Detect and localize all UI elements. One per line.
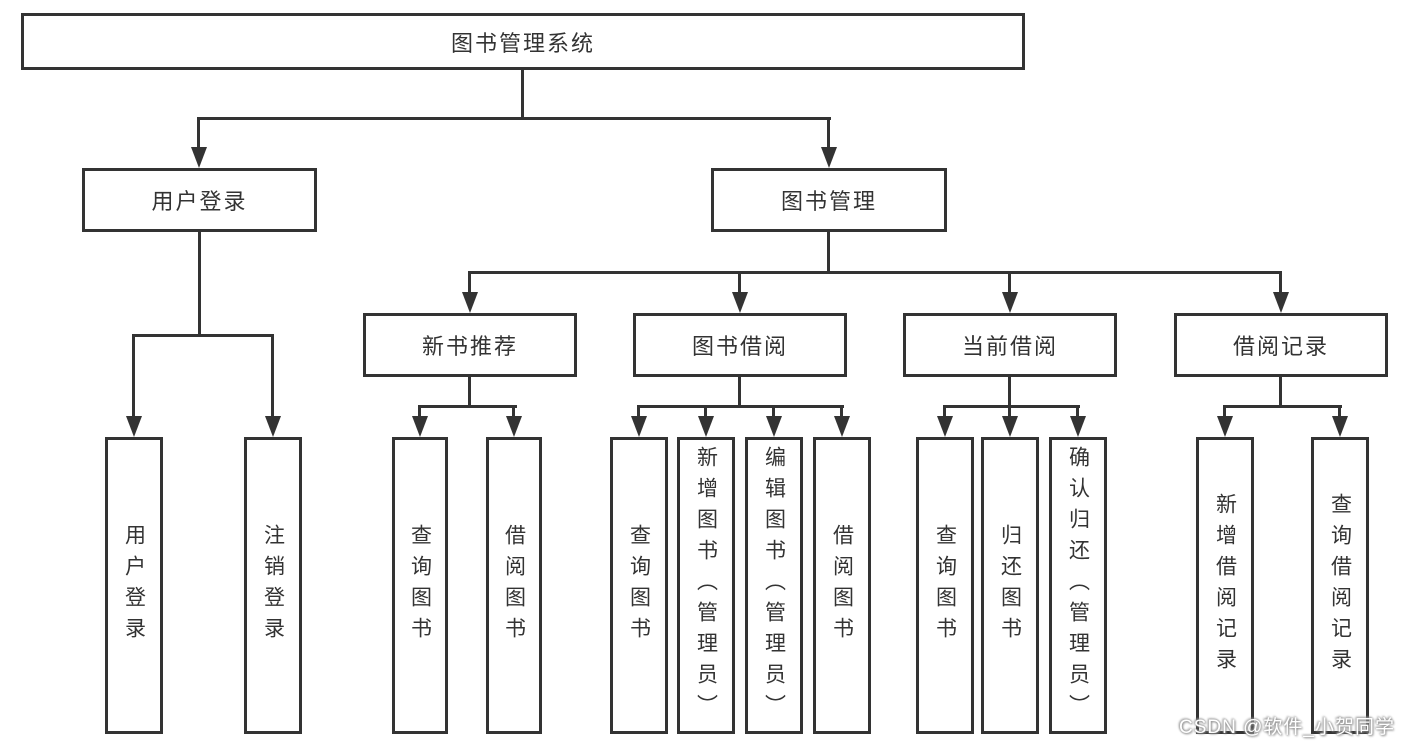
leaf-borrow-borrow: 借阅图书 bbox=[813, 437, 871, 734]
connector-userlogin-stem bbox=[198, 230, 201, 336]
leaf-borrow-add-admin: 新增图书（管理员） bbox=[677, 437, 735, 734]
leaf-records-add-label: 新增借阅记录 bbox=[1213, 492, 1237, 679]
arrowhead-nb-borrow bbox=[506, 416, 522, 437]
leaf-current-return: 归还图书 bbox=[981, 437, 1039, 734]
connector-drop-bb-add bbox=[704, 405, 707, 419]
node-borrow-records-label: 借阅记录 bbox=[1232, 334, 1329, 359]
arrowhead-cb-query bbox=[937, 416, 953, 437]
connector-bookmgmt-stem bbox=[827, 231, 830, 274]
leaf-borrow-edit-admin: 编辑图书（管理员） bbox=[745, 437, 803, 734]
arrowhead-currentborrow bbox=[1002, 292, 1018, 313]
node-book-management: 图书管理 bbox=[711, 168, 947, 232]
leaf-borrow-borrow-label: 借阅图书 bbox=[830, 523, 854, 648]
node-book-borrow: 图书借阅 bbox=[633, 313, 847, 377]
connector-borrowrecords-bus bbox=[1223, 405, 1342, 408]
arrowhead-book-management bbox=[821, 147, 837, 168]
connector-bookborrow-bus bbox=[637, 405, 844, 408]
connector-drop-cb-confirm bbox=[1076, 405, 1079, 419]
leaf-newbooks-query: 查询图书 bbox=[392, 437, 448, 734]
arrowhead-leaf-logout bbox=[265, 416, 281, 437]
arrowhead-nb-query bbox=[412, 416, 428, 437]
node-user-login-label: 用户登录 bbox=[151, 189, 248, 214]
connector-drop-bb-query bbox=[637, 405, 640, 419]
arrowhead-bb-add bbox=[698, 416, 714, 437]
leaf-borrow-add-admin-label: 新增图书（管理员） bbox=[694, 446, 718, 725]
connector-root-stem bbox=[521, 68, 524, 118]
leaf-records-query-label: 查询借阅记录 bbox=[1328, 492, 1352, 679]
leaf-logout-label: 注销登录 bbox=[261, 523, 285, 648]
arrowhead-leaf-login bbox=[126, 416, 142, 437]
leaf-user-login: 用户登录 bbox=[105, 437, 163, 734]
arrowhead-borrowrecords bbox=[1273, 292, 1289, 313]
connector-bookmgmt-bus bbox=[468, 271, 1282, 274]
leaf-newbooks-borrow-label: 借阅图书 bbox=[502, 523, 526, 648]
connector-borrowrecords-stem bbox=[1279, 375, 1282, 408]
connector-drop-leaf-login bbox=[132, 334, 135, 419]
connector-currentborrow-bus bbox=[943, 405, 1080, 408]
connector-userlogin-bus bbox=[132, 334, 274, 337]
arrowhead-br-add bbox=[1217, 416, 1233, 437]
node-library-system: 图书管理系统 bbox=[21, 13, 1025, 70]
node-new-book-recommend: 新书推荐 bbox=[363, 313, 577, 377]
connector-drop-book-management bbox=[827, 117, 830, 150]
connector-drop-newbooks bbox=[468, 271, 471, 294]
connector-drop-nb-borrow bbox=[512, 405, 515, 419]
arrowhead-bb-borrow bbox=[834, 416, 850, 437]
leaf-user-login-label: 用户登录 bbox=[122, 523, 146, 648]
connector-drop-br-query bbox=[1338, 405, 1341, 419]
arrowhead-br-query bbox=[1332, 416, 1348, 437]
leaf-records-add: 新增借阅记录 bbox=[1196, 437, 1254, 734]
connector-drop-cb-return bbox=[1008, 405, 1011, 419]
leaf-borrow-query-label: 查询图书 bbox=[627, 523, 651, 648]
connector-drop-br-add bbox=[1223, 405, 1226, 419]
leaf-borrow-edit-admin-label: 编辑图书（管理员） bbox=[762, 446, 786, 725]
node-new-book-recommend-label: 新书推荐 bbox=[421, 334, 518, 359]
arrowhead-bb-query bbox=[631, 416, 647, 437]
connector-drop-cb-query bbox=[943, 405, 946, 419]
arrowhead-cb-confirm bbox=[1070, 416, 1086, 437]
arrowhead-bb-edit bbox=[766, 416, 782, 437]
connector-drop-nb-query bbox=[418, 405, 421, 419]
connector-drop-bb-borrow bbox=[840, 405, 843, 419]
leaf-newbooks-query-label: 查询图书 bbox=[408, 523, 432, 648]
node-book-management-label: 图书管理 bbox=[780, 189, 877, 214]
node-user-login: 用户登录 bbox=[82, 168, 317, 232]
connector-drop-currentborrow bbox=[1008, 271, 1011, 294]
leaf-logout: 注销登录 bbox=[244, 437, 302, 734]
leaf-current-query: 查询图书 bbox=[916, 437, 974, 734]
connector-drop-bookborrow bbox=[738, 271, 741, 294]
arrowhead-user-login bbox=[191, 147, 207, 168]
connector-newbooks-stem bbox=[468, 375, 471, 408]
node-current-borrow: 当前借阅 bbox=[903, 313, 1117, 377]
leaf-current-query-label: 查询图书 bbox=[933, 523, 957, 648]
node-library-system-label: 图书管理系统 bbox=[450, 30, 595, 56]
leaf-borrow-query: 查询图书 bbox=[610, 437, 668, 734]
connector-drop-borrowrecords bbox=[1279, 271, 1282, 294]
leaf-current-confirm-admin: 确认归还（管理员） bbox=[1049, 437, 1107, 734]
connector-drop-bb-edit bbox=[772, 405, 775, 419]
csdn-watermark: CSDN @软件_小贺同学 bbox=[1179, 717, 1395, 738]
leaf-newbooks-borrow: 借阅图书 bbox=[486, 437, 542, 734]
arrowhead-newbooks bbox=[462, 292, 478, 313]
node-current-borrow-label: 当前借阅 bbox=[961, 334, 1058, 359]
connector-root-bus bbox=[197, 117, 831, 120]
connector-drop-user-login bbox=[197, 117, 200, 150]
leaf-current-confirm-admin-label: 确认归还（管理员） bbox=[1066, 446, 1090, 725]
arrowhead-cb-return bbox=[1002, 416, 1018, 437]
arrowhead-bookborrow bbox=[732, 292, 748, 313]
leaf-current-return-label: 归还图书 bbox=[998, 523, 1022, 648]
connector-bookborrow-stem bbox=[738, 375, 741, 408]
connector-currentborrow-stem bbox=[1008, 375, 1011, 408]
node-borrow-records: 借阅记录 bbox=[1174, 313, 1388, 377]
leaf-records-query: 查询借阅记录 bbox=[1311, 437, 1369, 734]
connector-drop-leaf-logout bbox=[271, 334, 274, 419]
connector-newbooks-bus bbox=[418, 405, 517, 408]
node-book-borrow-label: 图书借阅 bbox=[691, 334, 788, 359]
